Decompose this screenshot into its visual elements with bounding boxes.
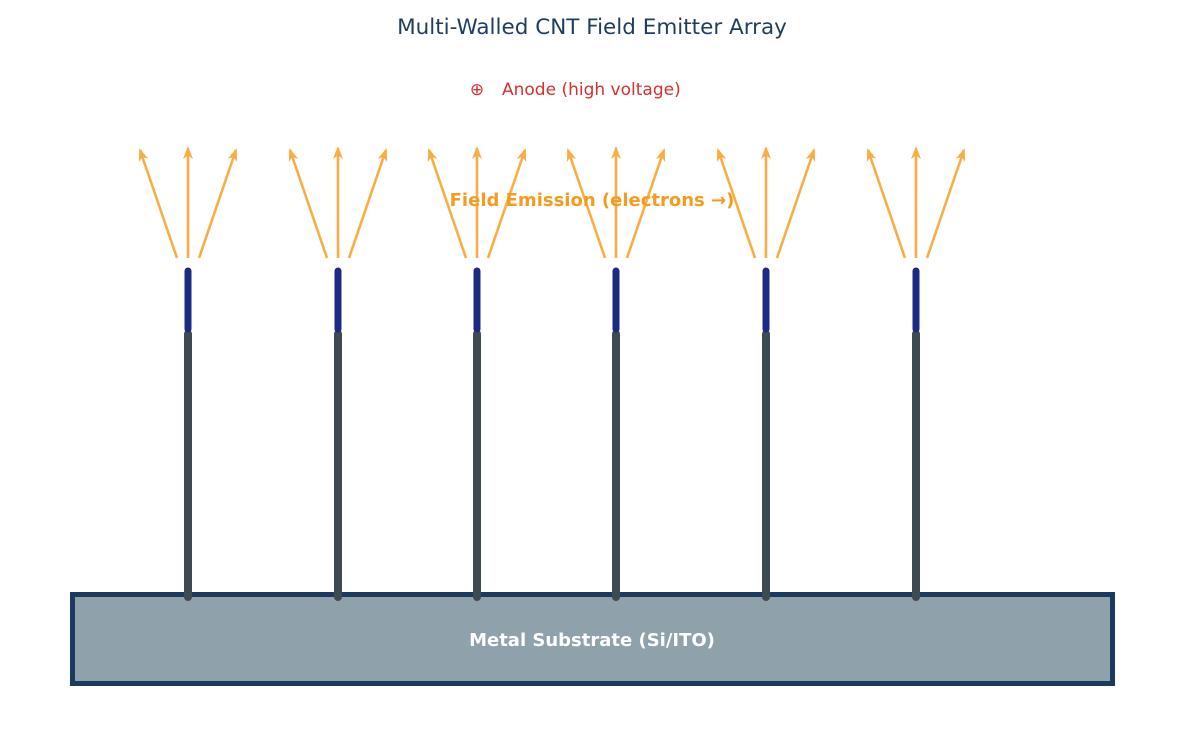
emission-arrows-layer	[138, 146, 966, 259]
cnt-emitters-layer	[184, 267, 920, 601]
metal-substrate	[70, 592, 1115, 686]
electron-emission-arrow	[716, 148, 757, 259]
electron-emission-arrow	[138, 148, 179, 259]
substrate-label: Metal Substrate (Si/ITO)	[469, 630, 715, 651]
electron-emission-arrow	[775, 148, 816, 259]
electron-emission-arrow	[566, 148, 607, 259]
electron-emission-arrow	[486, 148, 527, 259]
electron-emission-arrow	[347, 148, 388, 259]
anode-plus-icon: ⊕	[470, 80, 484, 100]
diagram-title: Multi-Walled CNT Field Emitter Array	[397, 15, 787, 40]
electron-emission-arrow	[866, 148, 907, 259]
electron-emission-arrow	[625, 148, 666, 259]
anode-label: Anode (high voltage)	[502, 80, 681, 100]
electron-emission-arrow	[427, 148, 468, 259]
field-emission-label: Field Emission (electrons →)	[450, 190, 735, 211]
electron-emission-arrow	[197, 148, 238, 259]
electron-emission-arrow	[288, 148, 329, 259]
electron-emission-arrow	[925, 148, 966, 259]
